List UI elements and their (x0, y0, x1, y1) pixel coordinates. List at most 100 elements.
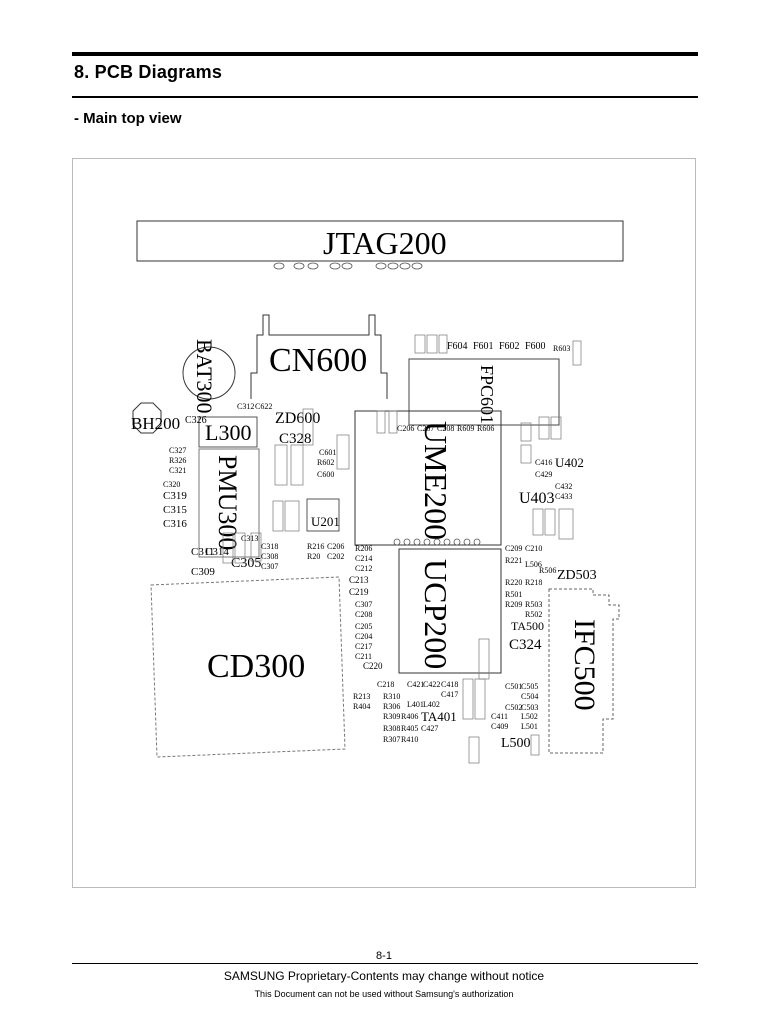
l500-label: L500 (501, 736, 531, 751)
label-r405: R405 (401, 724, 418, 733)
label-f600: F600 (525, 341, 546, 352)
u201-label: U201 (311, 514, 340, 529)
pcb-diagram-frame: JTAG200 CN600 BAT300 BH200 L300 PMU300 Z… (72, 158, 696, 888)
label-r410: R410 (401, 735, 418, 744)
label-c327: C327 (169, 446, 186, 455)
jtag-label: JTAG200 (323, 225, 447, 261)
label-c211: C211 (355, 652, 372, 661)
label-r309: R309 (383, 712, 400, 721)
label-c307b: C307 (355, 600, 372, 609)
label-l402: L402 (423, 700, 440, 709)
label-c326: C326 (185, 415, 207, 426)
label-r209: R209 (505, 600, 522, 609)
label-c205: C205 (355, 622, 372, 631)
zd503-label: ZD503 (557, 568, 597, 583)
label-c309: C309 (191, 566, 215, 578)
label-c312: C312 (237, 402, 254, 411)
pmu300-outline (198, 448, 260, 558)
ucp200-label: UCP200 (418, 559, 454, 669)
label-c432: C432 (555, 482, 572, 491)
label-c321: C321 (169, 466, 186, 475)
label-c206: C206 (327, 542, 344, 551)
label-c219: C219 (349, 587, 369, 597)
label-c313: C313 (241, 534, 258, 543)
label-r404: R404 (353, 702, 370, 711)
cn600-outline (250, 314, 388, 399)
ume200-label: UME200 (418, 421, 454, 540)
ucp200-outline (398, 548, 502, 674)
fpc601-label: FPC601 (477, 365, 497, 424)
label-c220: C220 (363, 661, 383, 671)
label-c501: C501 (505, 682, 522, 691)
label-r213: R213 (353, 692, 370, 701)
cd300-label: CD300 (207, 648, 305, 685)
label-c209: C209 (505, 544, 522, 553)
label-c433: C433 (555, 492, 572, 501)
test-pads (273, 262, 423, 270)
section-subtitle: - Main top view (74, 110, 182, 127)
label-c417: C417 (441, 690, 458, 699)
footer-authorization-notice: This Document can not be used without Sa… (254, 989, 514, 999)
label-r20: R20 (307, 552, 320, 561)
label-f604: F604 (447, 341, 468, 352)
c328-label: C328 (279, 431, 312, 447)
component-pads (222, 334, 582, 764)
label-r206: R206 (355, 544, 372, 553)
label-l501: L501 (521, 722, 538, 731)
l300-outline (198, 416, 258, 448)
l300-label: L300 (205, 420, 251, 445)
label-l502: L502 (521, 712, 538, 721)
top-rule (72, 52, 698, 56)
label-c206b: C206 (397, 424, 414, 433)
ta401-label: TA401 (421, 709, 457, 724)
zd600-label: ZD600 (275, 410, 320, 427)
component-labels: F604 F601 F602 F600 R603 C326 C327 R326 … (163, 341, 572, 744)
label-c421: C421 (407, 680, 424, 689)
label-c204: C204 (355, 632, 372, 641)
label-c314: C314 (205, 546, 229, 558)
label-r216: R216 (307, 542, 324, 551)
label-r501: R501 (505, 590, 522, 599)
c324-label: C324 (509, 637, 542, 653)
c305-label: C305 (231, 556, 261, 571)
label-c308: C308 (261, 552, 278, 561)
label-r406: R406 (401, 712, 418, 721)
fpc601-outline (408, 358, 560, 426)
label-c416: C416 (535, 458, 552, 467)
label-c217: C217 (355, 642, 372, 651)
label-c212: C212 (355, 564, 372, 573)
label-c208: C208 (355, 610, 372, 619)
label-c207: C207 (417, 424, 434, 433)
label-c418: C418 (441, 680, 458, 689)
pmu300-label: PMU300 (213, 455, 242, 550)
ta500-label: TA500 (511, 619, 544, 633)
title-rule (72, 96, 698, 98)
label-r308: R308 (383, 724, 400, 733)
label-r603: R603 (553, 344, 570, 353)
u402-label: U402 (555, 455, 584, 470)
label-c210: C210 (525, 544, 542, 553)
label-c429: C429 (535, 470, 552, 479)
label-c316: C316 (163, 518, 187, 530)
bat300-outline (182, 346, 236, 400)
label-c213: C213 (349, 575, 369, 585)
label-f601: F601 (473, 341, 494, 352)
u403-label: U403 (519, 490, 555, 507)
label-l506: L506 (525, 560, 542, 569)
footer-proprietary-notice: SAMSUNG Proprietary-Contents may change … (223, 969, 545, 983)
label-r221: R221 (505, 556, 522, 565)
label-c307: C307 (261, 562, 278, 571)
ifc500-label: IFC500 (568, 619, 601, 711)
page-number: 8-1 (376, 950, 392, 962)
label-c502: C502 (505, 703, 522, 712)
bat300-label: BAT300 (192, 339, 217, 414)
label-r220: R220 (505, 578, 522, 587)
label-r218: R218 (525, 578, 542, 587)
label-r503: R503 (525, 600, 542, 609)
jtag-outline (136, 220, 624, 262)
label-c504: C504 (521, 692, 538, 701)
label-c315: C315 (163, 504, 187, 516)
label-r307: R307 (383, 735, 400, 744)
label-c311: C311 (191, 546, 214, 558)
cd300-outline (150, 576, 346, 758)
